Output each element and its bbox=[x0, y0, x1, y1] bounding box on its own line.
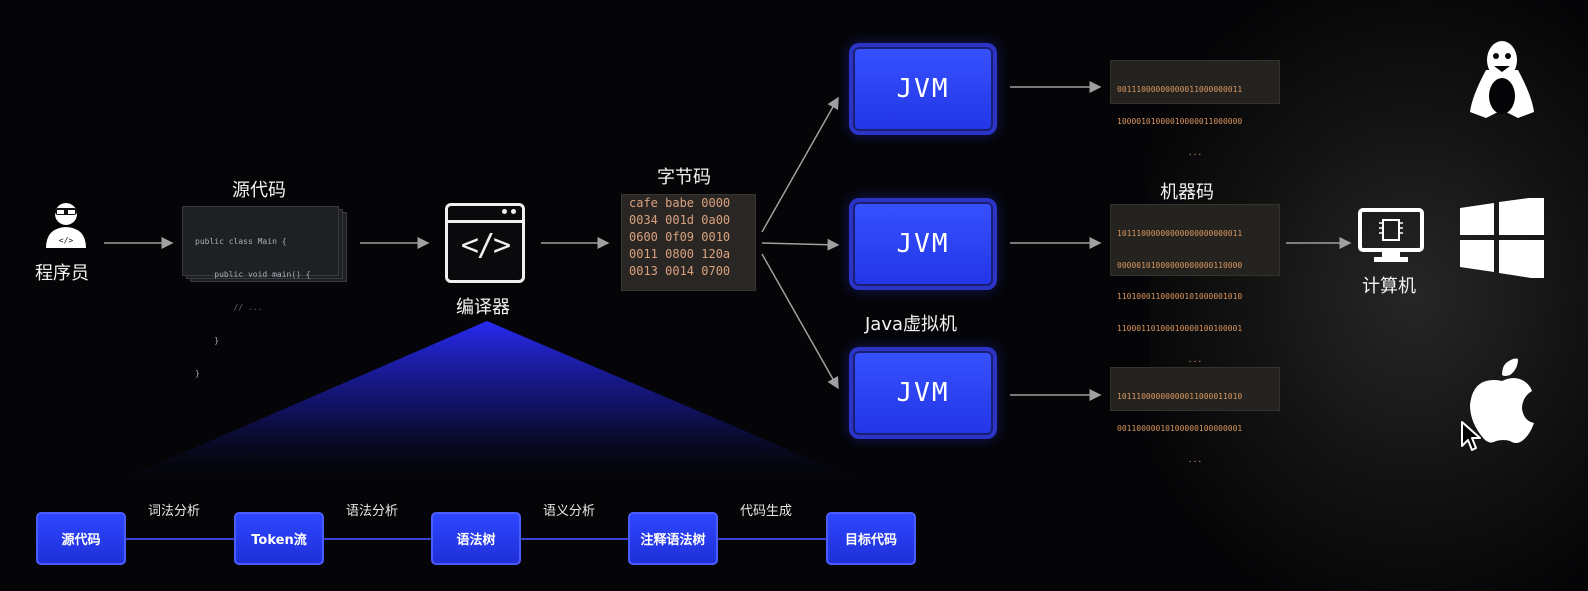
windows-logo-icon bbox=[1460, 196, 1544, 280]
bytecode-block: cafe babe 0000 0034 001d 0a00 0600 0f09 … bbox=[621, 194, 756, 291]
machine-code-row: 10000101000010000011000000 bbox=[1117, 116, 1243, 126]
arrow-bytecode-to-jvm2 bbox=[761, 238, 840, 251]
programmer-icon: </> bbox=[40, 198, 92, 250]
pipeline-step-syntax: 语法分析 bbox=[346, 504, 399, 519]
pipeline-connector-4 bbox=[718, 538, 826, 540]
mouse-cursor-icon bbox=[1460, 420, 1482, 454]
machine-code-block-middle: 10111000000000000000000011 0000010100000… bbox=[1110, 204, 1280, 364]
pipeline-connector-3 bbox=[521, 538, 629, 540]
pipeline-stage-target: 目标代码 bbox=[826, 512, 916, 565]
source-code-card: public class Main { public void main() {… bbox=[182, 206, 339, 378]
pipeline-stage-ast: 语法树 bbox=[431, 512, 521, 565]
svg-text:</>: </> bbox=[59, 236, 74, 245]
arrow-bytecode-to-jvm1 bbox=[761, 96, 839, 233]
jvm-box-bottom: JVM bbox=[849, 347, 997, 439]
compiler-window-icon: </> bbox=[445, 203, 525, 283]
machine-code-row: ... bbox=[1187, 355, 1203, 364]
machine-code-row: 10111000000000000000000011 bbox=[1117, 229, 1243, 238]
compiler-beam bbox=[120, 321, 860, 480]
machine-code-title: 机器码 bbox=[1160, 182, 1214, 203]
pipeline-step-lexical: 词法分析 bbox=[148, 504, 201, 519]
bytecode-row: 0013 0014 0700 bbox=[629, 264, 731, 278]
programmer-label: 程序员 bbox=[35, 263, 89, 284]
code-line: } bbox=[195, 369, 200, 378]
code-line: public class Main { bbox=[195, 237, 287, 246]
bytecode-row: 0034 001d 0a00 bbox=[629, 213, 731, 227]
computer-label: 计算机 bbox=[1362, 276, 1416, 297]
machine-code-row: ... bbox=[1187, 148, 1203, 157]
machine-code-row: 00000101000000000000110000 bbox=[1117, 260, 1243, 270]
linux-penguin-icon bbox=[1464, 38, 1540, 122]
pipeline-step-codegen: 代码生成 bbox=[740, 504, 793, 519]
compiler-symbol: </> bbox=[460, 228, 511, 263]
bytecode-row: cafe babe 0000 bbox=[629, 196, 731, 210]
arrow-bytecode-to-jvm3 bbox=[761, 253, 839, 390]
jvm-caption: Java虚拟机 bbox=[865, 314, 958, 335]
machine-code-row: ... bbox=[1187, 455, 1203, 464]
code-line: public void main() { bbox=[195, 270, 311, 279]
machine-code-block-bottom: 10111000000000011000011010 0011000001010… bbox=[1110, 367, 1280, 464]
apple-logo-icon bbox=[1466, 357, 1538, 443]
jvm-box-middle: JVM bbox=[849, 198, 997, 290]
pipeline-stage-token: Token流 bbox=[234, 512, 324, 565]
source-code-title: 源代码 bbox=[232, 180, 286, 201]
computer-chip-icon bbox=[1356, 208, 1426, 264]
machine-code-row: 10111000000000011000011010 bbox=[1117, 392, 1243, 401]
pipeline-connector-1 bbox=[126, 538, 234, 540]
pipeline-connector-2 bbox=[324, 538, 432, 540]
pipeline-stage-annotated-ast: 注释语法树 bbox=[628, 512, 718, 565]
pipeline-stage-source: 源代码 bbox=[36, 512, 126, 565]
machine-code-row: 00111000000000011000000011 bbox=[1117, 85, 1243, 94]
machine-code-row: 11000110100010000100100001 bbox=[1117, 323, 1243, 333]
bytecode-row: 0011 0800 120a bbox=[629, 247, 731, 261]
machine-code-row: 11010001100000101000001010 bbox=[1117, 292, 1243, 301]
jvm-box-top: JVM bbox=[849, 43, 997, 135]
compiler-label: 编译器 bbox=[456, 297, 510, 318]
machine-code-row: 00110000010100000100000001 bbox=[1117, 423, 1243, 433]
pipeline-step-semantic: 语义分析 bbox=[543, 504, 596, 519]
code-line: } bbox=[195, 336, 220, 345]
code-line: // ... bbox=[195, 303, 263, 312]
bytecode-row: 0600 0f09 0010 bbox=[629, 230, 731, 244]
bytecode-title: 字节码 bbox=[657, 167, 711, 188]
machine-code-block-top: 00111000000000011000000011 1000010100001… bbox=[1110, 60, 1280, 157]
